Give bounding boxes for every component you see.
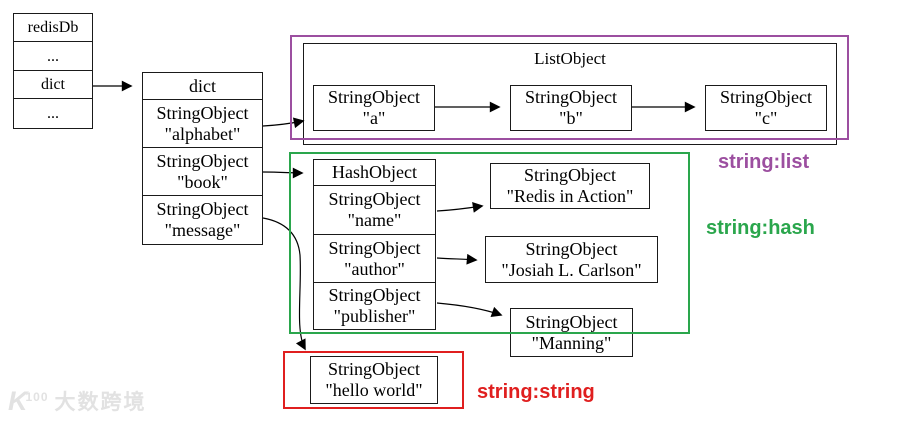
arrow-book-to-hash — [262, 167, 304, 179]
row-value-label: "author" — [344, 258, 405, 279]
box-type-label: StringObject — [524, 165, 616, 185]
listobject-title: ListObject — [534, 49, 606, 68]
box-value-label: "Manning" — [531, 332, 612, 353]
row-type-label: StringObject — [156, 150, 249, 171]
watermark-logo-number: 100 — [25, 390, 49, 404]
box-type-label: StringObject — [328, 87, 420, 107]
dict-row-book: StringObject "book" — [143, 148, 262, 196]
hash-value-publisher: StringObject "Manning" — [510, 308, 633, 357]
arrow-publisher-to-value — [436, 302, 503, 318]
redisdb-row-dict: dict — [14, 71, 92, 99]
row-type-label: StringObject — [328, 237, 421, 258]
dict-table: dict StringObject "alphabet" StringObjec… — [142, 72, 263, 245]
dict-header: dict — [143, 73, 262, 100]
hash-row-author: StringObject "author" — [314, 235, 435, 283]
box-type-label: StringObject — [525, 311, 618, 332]
box-value-label: "b" — [559, 108, 583, 128]
dict-row-message: StringObject "message" — [143, 196, 262, 244]
watermark-text: 大数跨境 — [54, 391, 147, 414]
row-type-label: StringObject — [156, 102, 249, 123]
watermark: K 100 大数跨境 — [8, 388, 147, 415]
box-type-label: StringObject — [525, 87, 617, 107]
hash-row-name: StringObject "name" — [314, 186, 435, 235]
dict-header-label: dict — [189, 75, 216, 96]
hash-group-tag: string:hash — [706, 217, 815, 239]
list-item-c: StringObject "c" — [705, 85, 827, 131]
arrow-alphabet-to-list — [262, 117, 305, 129]
box-type-label: StringObject — [328, 359, 420, 379]
hash-value-title: StringObject "Redis in Action" — [490, 163, 650, 209]
redisdb-row-label: redisDb — [27, 19, 79, 36]
arrow-message-to-string — [262, 217, 306, 351]
string-group-tag: string:string — [477, 381, 595, 403]
dict-row-alphabet: StringObject "alphabet" — [143, 100, 262, 148]
redisdb-row-label: dict — [41, 76, 65, 93]
hash-row-publisher: StringObject "publisher" — [314, 283, 435, 329]
redisdb-row-name: redisDb — [14, 14, 92, 42]
box-value-label: "Josiah L. Carlson" — [501, 259, 642, 280]
redisdb-row-ellipsis-bottom: ... — [14, 99, 92, 128]
redisdb-row-ellipsis-top: ... — [14, 42, 92, 71]
redisdb-row-label: ... — [47, 105, 59, 122]
list-group-tag: string:list — [718, 151, 810, 173]
box-type-label: StringObject — [720, 87, 812, 107]
box-value-label: "a" — [362, 108, 386, 128]
row-value-label: "message" — [164, 220, 241, 240]
list-item-a: StringObject "a" — [313, 85, 435, 131]
redisdb-table: redisDb ... dict ... — [13, 13, 93, 129]
row-value-label: "publisher" — [333, 306, 416, 326]
row-type-label: StringObject — [328, 285, 421, 305]
row-type-label: StringObject — [328, 189, 421, 209]
hashobject-table: HashObject StringObject "name" StringObj… — [313, 159, 436, 330]
row-value-label: "alphabet" — [164, 123, 241, 144]
hash-header-label: HashObject — [332, 162, 417, 182]
hash-value-author: StringObject "Josiah L. Carlson" — [485, 236, 658, 283]
box-value-label: "c" — [754, 108, 778, 128]
string-value-box: StringObject "hello world" — [310, 356, 438, 404]
row-type-label: StringObject — [156, 199, 249, 219]
watermark-logo-icon: K — [8, 386, 28, 416]
box-value-label: "Redis in Action" — [506, 186, 634, 206]
row-value-label: "book" — [177, 171, 228, 192]
hash-header: HashObject — [314, 160, 435, 186]
row-value-label: "name" — [347, 210, 402, 230]
arrow-name-to-value — [436, 202, 484, 213]
redisdb-row-label: ... — [47, 47, 59, 65]
arrow-author-to-value — [436, 253, 478, 265]
list-item-b: StringObject "b" — [510, 85, 632, 131]
box-type-label: StringObject — [525, 238, 618, 259]
box-value-label: "hello world" — [325, 380, 423, 400]
